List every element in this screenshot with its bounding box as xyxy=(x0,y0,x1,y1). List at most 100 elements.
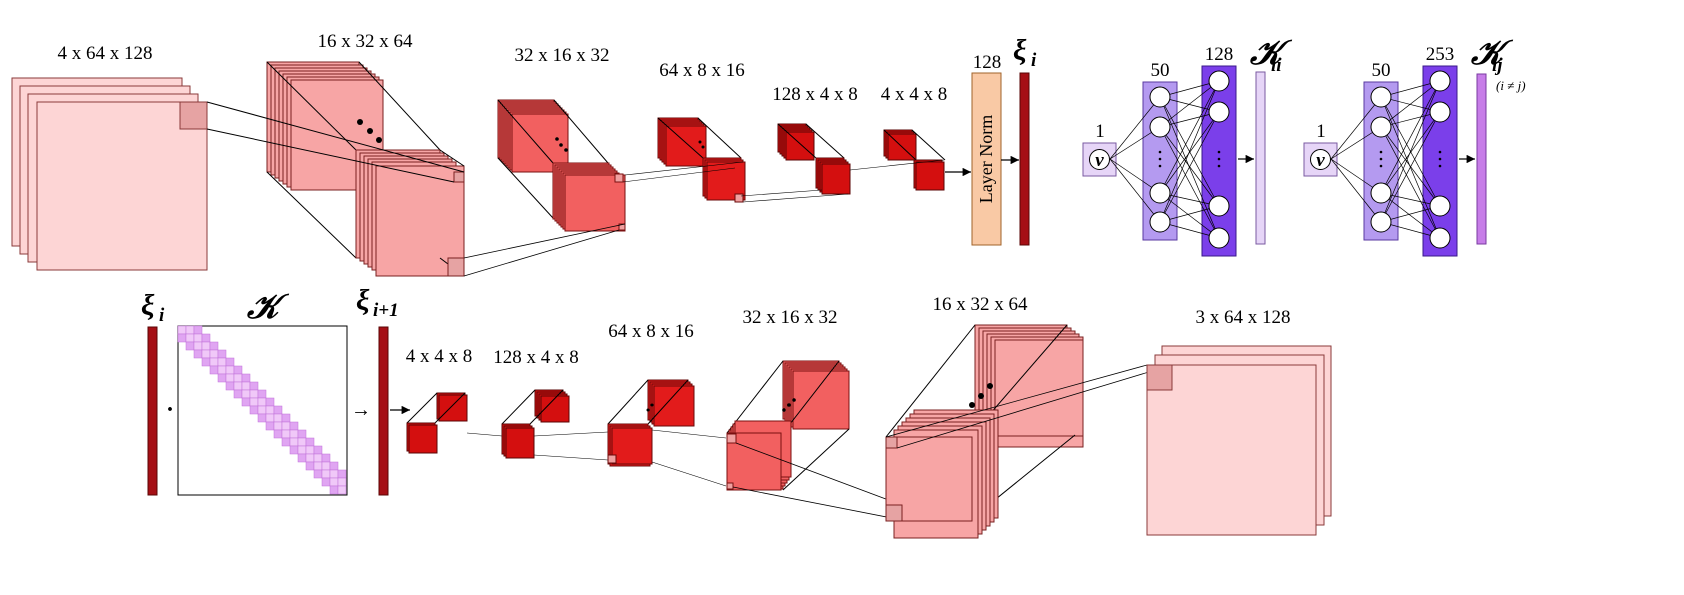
decoder-block-6: 3 x 64 x 128 xyxy=(1146,307,1332,536)
koopman-cell xyxy=(329,469,339,479)
koopman-cell xyxy=(209,349,219,359)
mlp-kii-out-size: 128 xyxy=(1205,44,1234,65)
koopman-cell xyxy=(313,445,323,455)
koopman-cell xyxy=(257,397,267,407)
koopman-cell xyxy=(297,437,307,447)
decoder-block-5: 16 x 32 x 64 xyxy=(885,294,1084,539)
koopman-cell xyxy=(273,429,283,439)
latent-propagation: ξ i · 𝒦 → ξ i+1 xyxy=(141,284,410,496)
k-symbol: 𝒦 xyxy=(246,289,290,326)
koopman-cell xyxy=(193,349,203,359)
decoder-block-1: 4 x 4 x 8 xyxy=(406,346,473,454)
decoder-dim-1: 4 x 4 x 8 xyxy=(406,346,473,367)
koopman-cell xyxy=(337,485,347,495)
mlp-kij: 1 ν 50 253 xyxy=(1303,35,1526,257)
koopman-cell xyxy=(265,405,275,415)
koopman-cell xyxy=(241,381,251,391)
koopman-cell xyxy=(329,485,339,495)
koopman-cell xyxy=(233,373,243,383)
encoder-dim-1: 4 x 64 x 128 xyxy=(58,43,153,64)
koopman-band xyxy=(177,325,347,495)
koopman-cell xyxy=(305,445,315,455)
koopman-cell xyxy=(305,461,315,471)
mlp-kij-out-size: 253 xyxy=(1426,44,1455,65)
koopman-cell xyxy=(225,365,235,375)
koopman-cell xyxy=(257,405,267,415)
koopman-cell xyxy=(257,389,267,399)
koopman-cell xyxy=(281,421,291,431)
xi-symbol: ξ xyxy=(141,289,155,322)
koopman-cell xyxy=(201,357,211,367)
layer-norm: Layer Norm 128 xyxy=(971,52,1002,246)
mlp-kij-input-size: 1 xyxy=(1316,121,1326,142)
koopman-cell xyxy=(241,397,251,407)
mlp-kii: 1 ν 50 128 xyxy=(1082,35,1293,257)
encoder-block-3: 32 x 16 x 32 xyxy=(497,45,626,232)
kii-output-vector xyxy=(1255,71,1266,245)
kii-sub: ii xyxy=(1271,55,1282,76)
koopman-cell xyxy=(217,365,227,375)
koopman-cell xyxy=(225,381,235,391)
xi-vector xyxy=(147,326,158,496)
koopman-cell xyxy=(185,333,195,343)
koopman-cell xyxy=(265,421,275,431)
koopman-cell xyxy=(281,413,291,423)
koopman-cell xyxy=(305,453,315,463)
koopman-cell xyxy=(233,381,243,391)
koopman-cell xyxy=(185,341,195,351)
koopman-cell xyxy=(321,453,331,463)
encoder-block-1: 4 x 64 x 128 xyxy=(11,43,208,271)
koopman-cell xyxy=(185,325,195,335)
encoder-block-2: 16 x 32 x 64 xyxy=(266,31,465,277)
xi-next-sub: i+1 xyxy=(373,300,399,321)
koopman-cell xyxy=(313,461,323,471)
koopman-cell xyxy=(249,389,259,399)
koopman-cell xyxy=(177,333,187,343)
layer-norm-label: Layer Norm xyxy=(976,115,996,203)
koopman-cell xyxy=(289,421,299,431)
koopman-cell xyxy=(265,397,275,407)
koopman-cell xyxy=(201,349,211,359)
koopman-cell xyxy=(241,373,251,383)
koopman-cell xyxy=(321,461,331,471)
koopman-cell xyxy=(209,365,219,375)
decoder-block-3: 64 x 8 x 16 xyxy=(607,321,695,467)
koopman-cell xyxy=(273,405,283,415)
mlp-kii-input-size: 1 xyxy=(1095,121,1105,142)
koopman-cell xyxy=(297,445,307,455)
koopman-cell xyxy=(257,413,267,423)
xi-sub: i xyxy=(159,305,165,326)
mlp-kij-hidden-size: 50 xyxy=(1372,60,1391,81)
encoder-block-5: 128 x 4 x 8 xyxy=(772,84,858,195)
koopman-cell xyxy=(209,357,219,367)
kij-condition: (i ≠ j) xyxy=(1496,78,1526,93)
decoder-dim-5: 16 x 32 x 64 xyxy=(933,294,1029,315)
koopman-cell xyxy=(289,437,299,447)
koopman-cell xyxy=(337,469,347,479)
koopman-cell xyxy=(249,381,259,391)
koopman-cell xyxy=(201,333,211,343)
decoder-block-2: 128 x 4 x 8 xyxy=(493,347,579,459)
koopman-cell xyxy=(281,437,291,447)
koopman-cell xyxy=(225,357,235,367)
koopman-cell xyxy=(209,341,219,351)
koopman-cell xyxy=(321,469,331,479)
koopman-cell xyxy=(313,453,323,463)
koopman-cell xyxy=(249,397,259,407)
encoder-dim-6: 4 x 4 x 8 xyxy=(881,84,948,105)
encoder-block-6: 4 x 4 x 8 xyxy=(881,84,948,191)
koopman-cell xyxy=(241,389,251,399)
koopman-cell xyxy=(281,429,291,439)
koopman-cell xyxy=(193,325,203,335)
koopman-cell xyxy=(233,389,243,399)
multiply-dot: · xyxy=(166,397,174,423)
koopman-cell xyxy=(329,461,339,471)
koopman-cell xyxy=(265,413,275,423)
encoder-dim-5: 128 x 4 x 8 xyxy=(772,84,858,105)
koopman-cell xyxy=(313,469,323,479)
koopman-cell xyxy=(217,349,227,359)
layer-norm-size: 128 xyxy=(973,52,1002,73)
koopman-cell xyxy=(297,429,307,439)
